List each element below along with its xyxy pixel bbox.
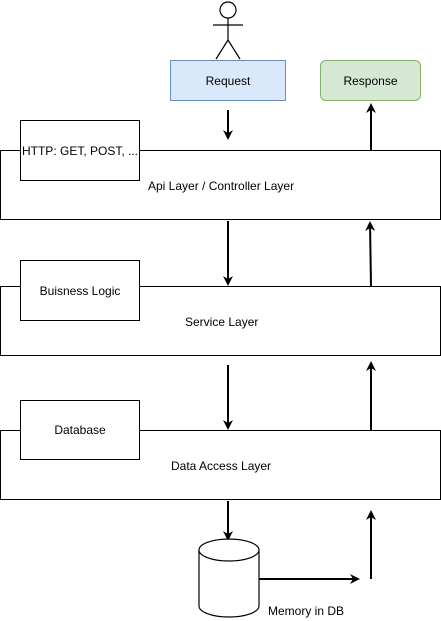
- arrow-service-to-api: [365, 221, 376, 287]
- stick-figure-user-icon: [213, 1, 243, 60]
- service-layer-tag: Buisness Logic: [20, 260, 140, 321]
- api-layer-tag: HTTP: GET, POST, ...: [20, 120, 140, 181]
- api-layer-tag-label: HTTP: GET, POST, ...: [21, 143, 138, 158]
- data-layer-tag: Database: [20, 400, 140, 460]
- request-box: Request: [170, 60, 286, 101]
- database-cylinder-icon: [198, 538, 260, 618]
- response-box: Response: [320, 60, 421, 101]
- service-layer-title: Service Layer: [185, 315, 259, 329]
- api-layer-title: Api Layer / Controller Layer: [148, 179, 295, 193]
- response-label: Response: [343, 73, 398, 88]
- data-layer-title: Data Access Layer: [171, 459, 272, 473]
- service-layer-tag-label: Buisness Logic: [39, 283, 121, 298]
- request-label: Request: [205, 73, 251, 88]
- data-layer-tag-label: Database: [54, 423, 106, 437]
- memory-label: Memory in DB: [268, 604, 345, 618]
